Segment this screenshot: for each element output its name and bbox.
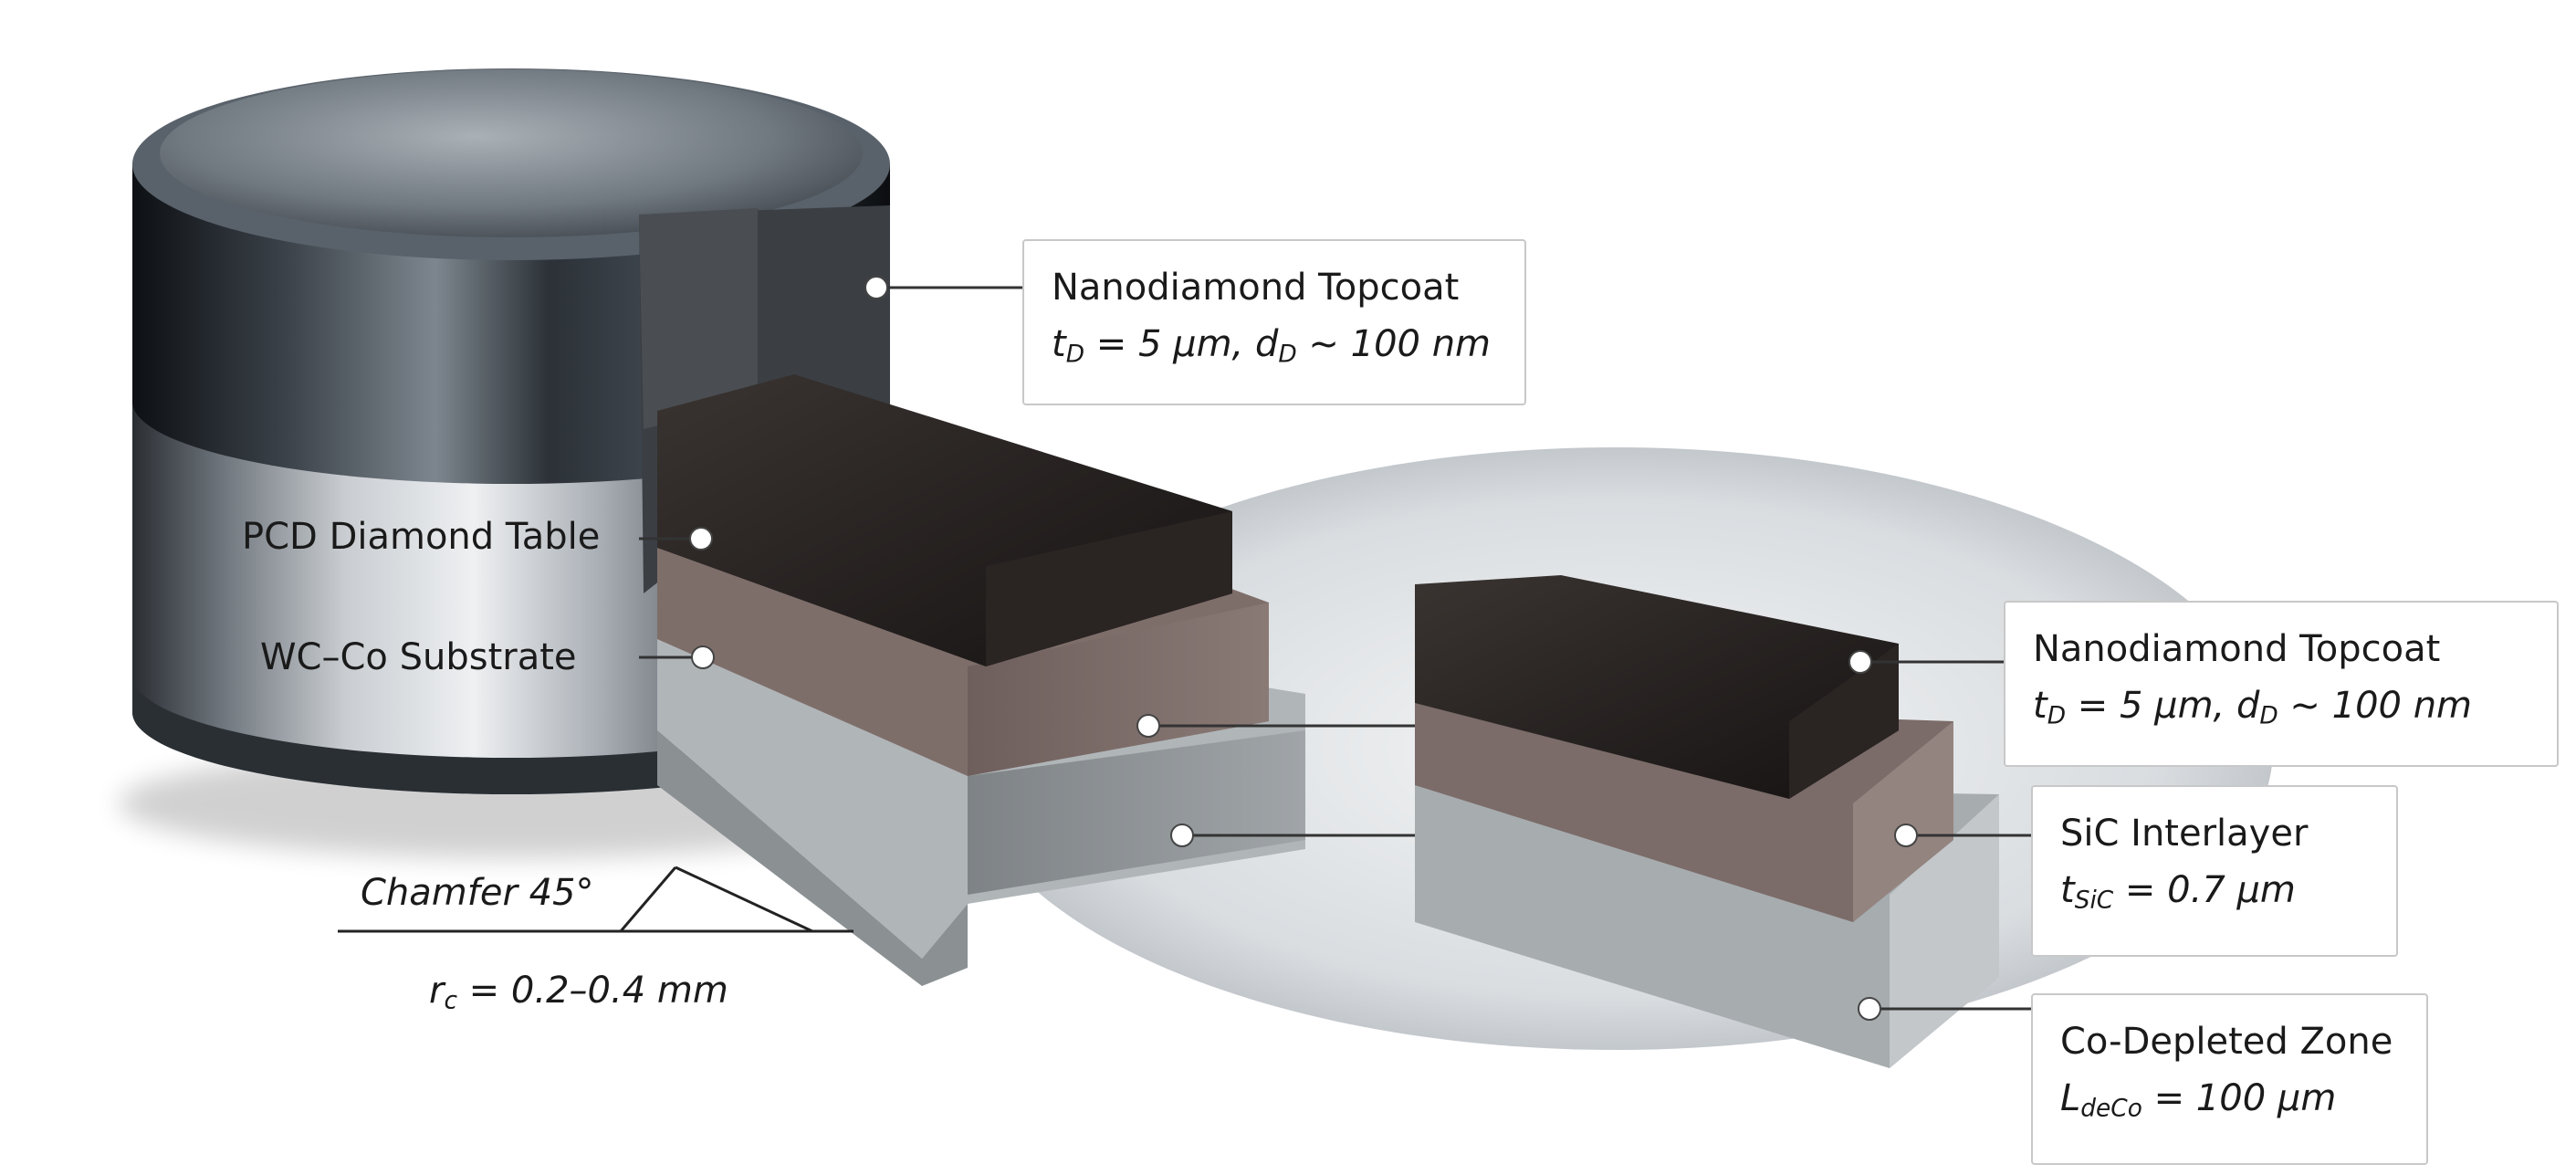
- callout-title: SiC Interlayer: [2060, 813, 2309, 855]
- slab-co-depleted-side: [968, 730, 1305, 895]
- leader-lines: [639, 286, 2031, 1011]
- callout-formula: LdeCo = 100 µm: [2060, 1077, 2337, 1123]
- block-topcoat-side: [1789, 644, 1899, 799]
- label-pcd-diamond-table: PCD Diamond Table: [242, 516, 601, 558]
- label-wc-co-substrate: WC–Co Substrate: [260, 636, 577, 678]
- slab-topcoat-side: [986, 511, 1232, 666]
- slab-pcd-side: [968, 603, 1269, 776]
- leader-dots: [689, 276, 1918, 1021]
- chamfer-angle-label: Chamfer 45°: [361, 872, 594, 914]
- cutaway-speckled-wall: [639, 208, 758, 429]
- callout-nanodiamond-topcoat-upper: Nanodiamond Topcoat tD = 5 µm, dD ~ 100 …: [1022, 239, 1526, 405]
- callout-title: Nanodiamond Topcoat: [2033, 628, 2441, 670]
- callout-formula: tSiC = 0.7 µm: [2060, 869, 2296, 915]
- callout-nanodiamond-topcoat-lower: Nanodiamond Topcoat tD = 5 µm, dD ~ 100 …: [2004, 601, 2559, 767]
- callout-formula: tD = 5 µm, dD ~ 100 nm: [1052, 323, 1492, 369]
- block-co-depleted-side: [1890, 794, 1999, 1068]
- block-sic-side: [1853, 721, 1953, 922]
- cutter-top-face: [160, 69, 863, 237]
- chamfer-geometry: [338, 866, 853, 933]
- callout-title: Co-Depleted Zone: [2060, 1021, 2393, 1063]
- chamfer-radius-label: rc = 0.2–0.4 mm: [429, 970, 728, 1015]
- callout-formula: tD = 5 µm, dD ~ 100 nm: [2033, 685, 2473, 730]
- callout-co-depleted-zone: Co-Depleted Zone LdeCo = 100 µm: [2031, 993, 2428, 1165]
- slab-substrate-edge: [657, 730, 968, 986]
- block-topcoat-top: [1415, 575, 1899, 799]
- callout-sic-interlayer: SiC Interlayer tSiC = 0.7 µm: [2031, 785, 2398, 957]
- callout-title: Nanodiamond Topcoat: [1052, 267, 1460, 309]
